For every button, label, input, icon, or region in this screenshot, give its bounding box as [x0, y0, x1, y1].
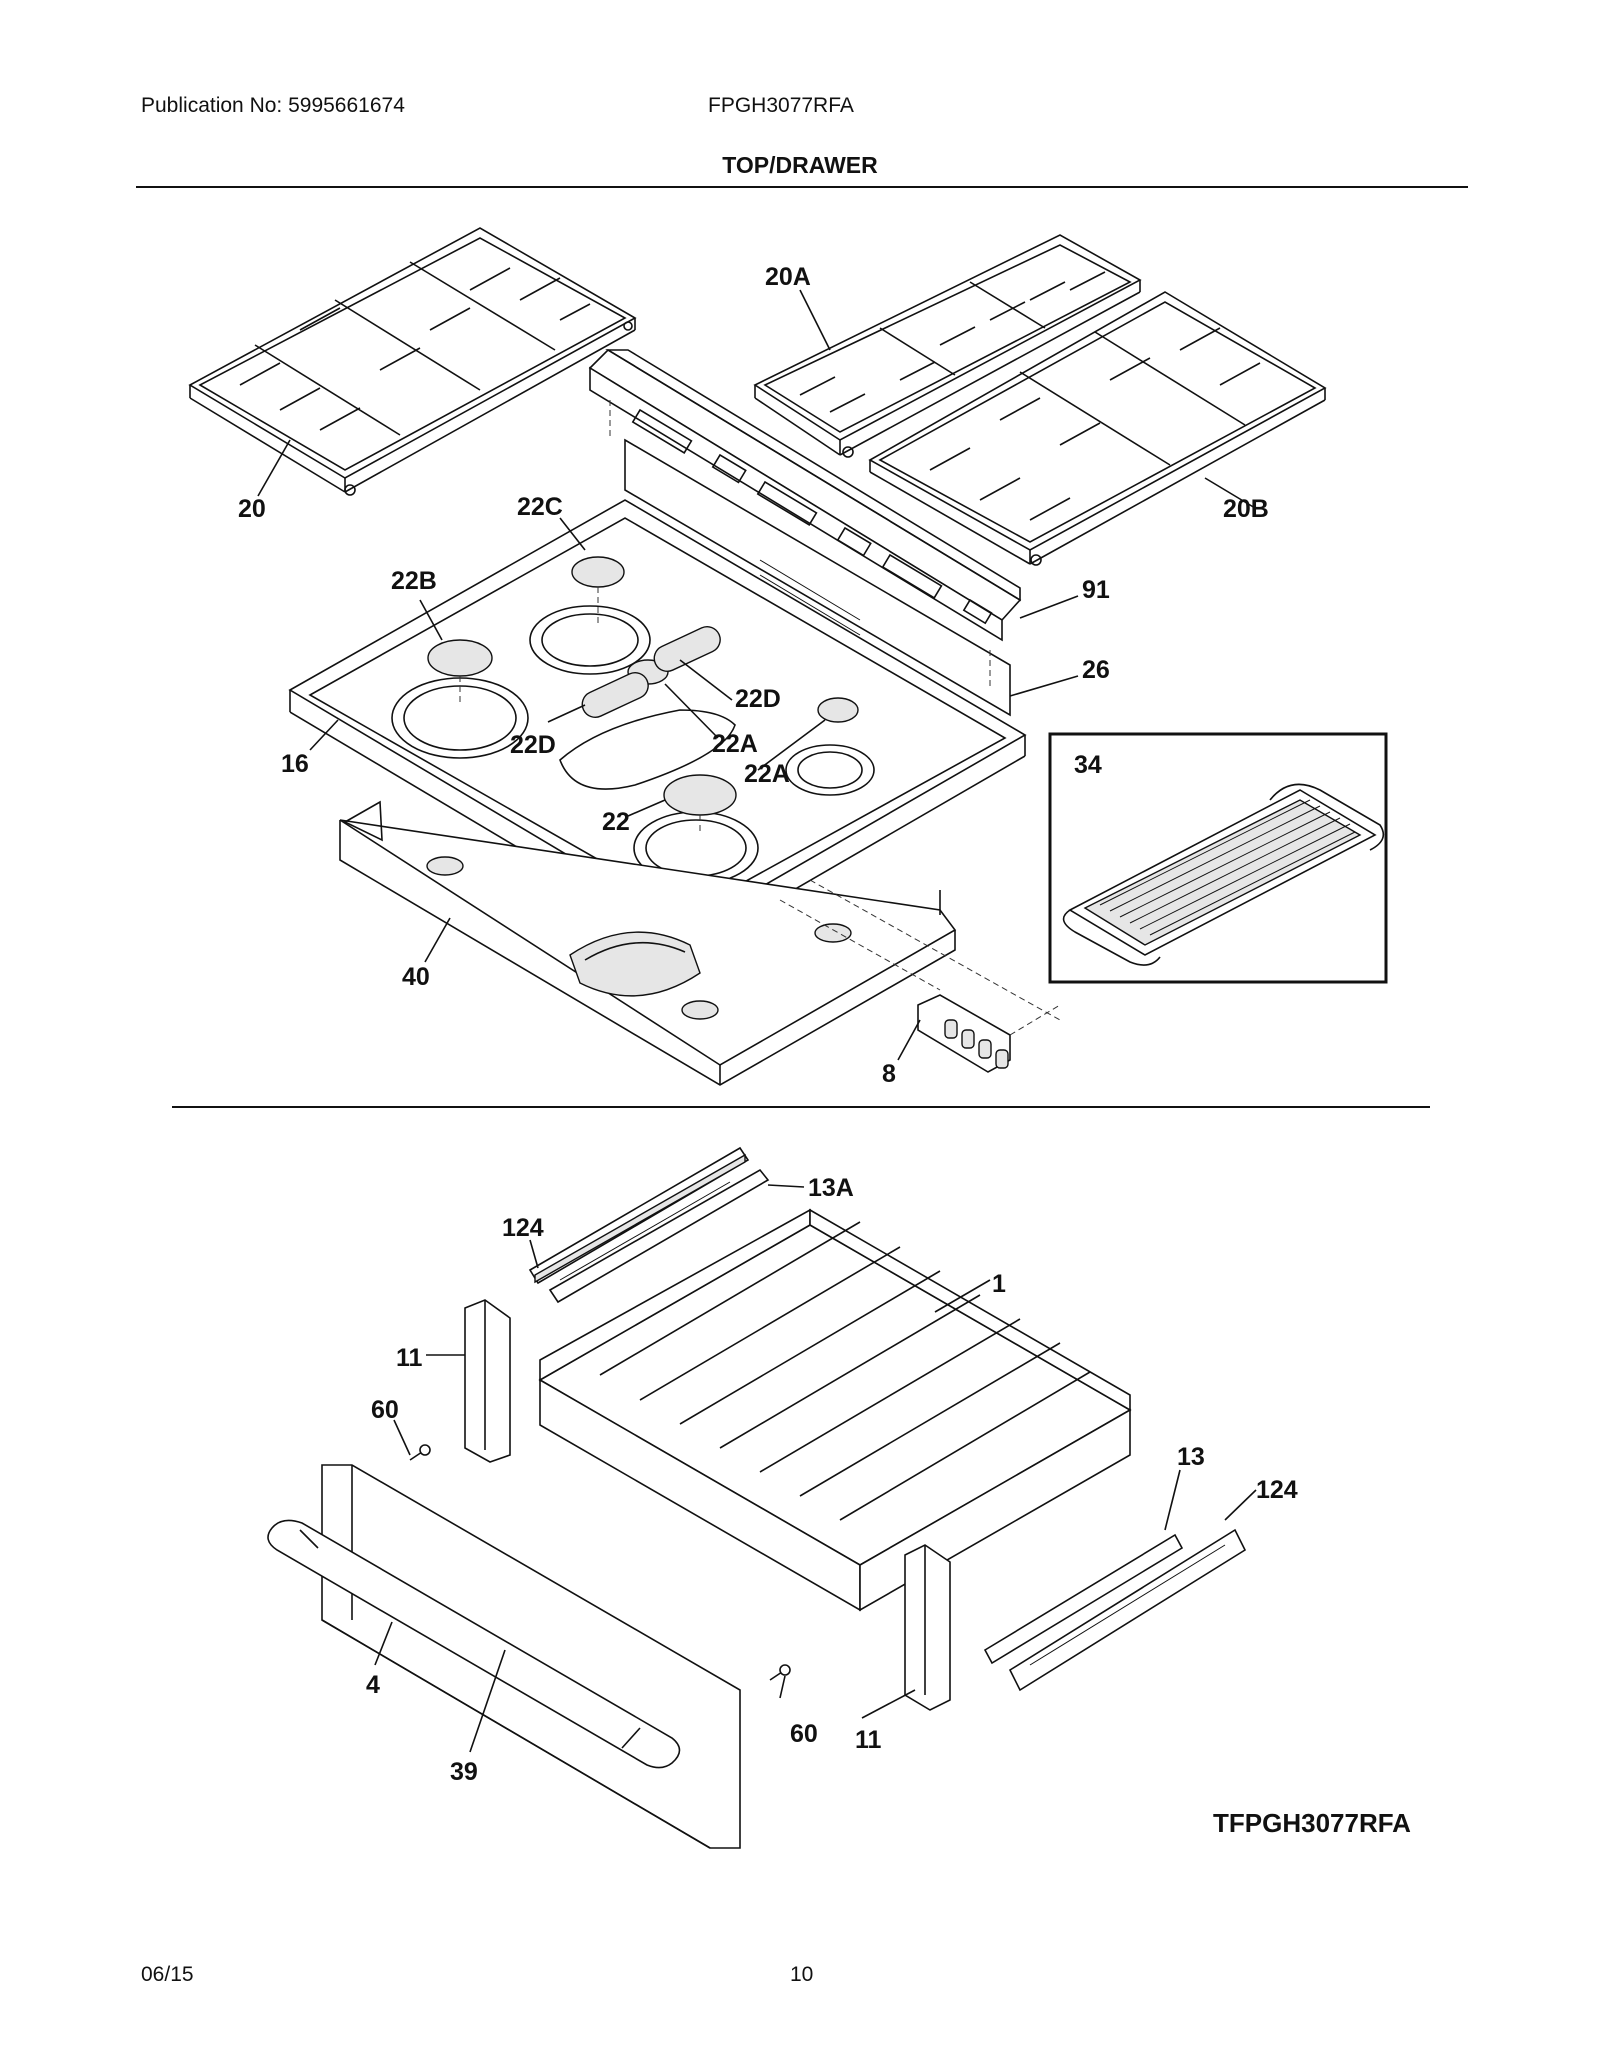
- screw-60-bottom: [769, 1664, 791, 1681]
- callout-13a: 13A: [808, 1174, 854, 1202]
- callout-22a-right: 22A: [744, 760, 790, 788]
- cooktop-16-drawing: [288, 499, 1027, 951]
- callout-124-top: 124: [502, 1214, 544, 1242]
- callout-11-top: 11: [396, 1344, 423, 1372]
- callout-20a: 20A: [765, 263, 811, 291]
- model-number: FPGH3077RFA: [708, 94, 854, 117]
- bracket-11-top-drawing: [464, 1299, 511, 1463]
- callout-22a-mid: 22A: [712, 730, 758, 758]
- callout-91: 91: [1082, 576, 1110, 604]
- footer-date: 06/15: [141, 1963, 194, 1986]
- callout-26: 26: [1082, 656, 1110, 684]
- screw-60-top: [409, 1444, 431, 1461]
- footer-page-number: 10: [790, 1963, 814, 1986]
- callout-60-bottom: 60: [790, 1720, 818, 1748]
- callout-16: 16: [281, 750, 309, 778]
- valve-manifold-8-drawing: [917, 994, 1061, 1073]
- callout-11-bottom: 11: [855, 1726, 882, 1754]
- callout-22: 22: [602, 808, 630, 836]
- callout-8: 8: [882, 1060, 896, 1088]
- burner-cap-22b: [427, 639, 493, 677]
- publication-number: Publication No: 5995661674: [141, 94, 405, 117]
- slide-13a-124-drawing: [528, 1146, 770, 1304]
- burner-box-40-drawing: [339, 800, 1061, 1086]
- callout-22c: 22C: [517, 493, 563, 521]
- burner-cap-22: [663, 774, 737, 816]
- burner-cap-22d-right: [653, 625, 721, 672]
- backguard-91-drawing: [588, 348, 1022, 642]
- grate-20a-drawing: [753, 234, 1142, 458]
- section-title: TOP/DRAWER: [722, 152, 878, 178]
- callout-60-top: 60: [371, 1396, 399, 1424]
- slide-13-124-drawing: [983, 1528, 1247, 1692]
- grate-20b-drawing: [868, 291, 1327, 566]
- section-divider: [172, 1106, 1430, 1108]
- callout-labels: 20 20A 20B 22C 22B 91 26 22D 22D 22A 22A…: [238, 263, 1411, 1838]
- burner-cap-22d-left: [581, 671, 649, 718]
- header-divider: [136, 186, 1468, 188]
- burner-cap-22c: [571, 556, 625, 588]
- drawer-body-1-drawing: [538, 1208, 1132, 1612]
- callout-22d-left: 22D: [510, 731, 556, 759]
- back-panel-26-drawing: [609, 400, 1011, 717]
- handle-39-drawing: [267, 1519, 681, 1769]
- callout-22d-right: 22D: [735, 685, 781, 713]
- callout-20: 20: [238, 495, 266, 523]
- burner-cap-22a-right: [817, 697, 859, 723]
- callout-124-right: 124: [1256, 1476, 1298, 1504]
- grate-20-drawing: [188, 227, 637, 496]
- callout-20b: 20B: [1223, 495, 1269, 523]
- callout-4: 4: [366, 1671, 380, 1699]
- callout-13: 13: [1177, 1443, 1205, 1471]
- callout-39: 39: [450, 1758, 478, 1786]
- griddle-34-inset: [1048, 732, 1388, 984]
- bracket-11-bottom-drawing: [904, 1544, 951, 1711]
- callout-34: 34: [1074, 751, 1102, 779]
- leader-lines: [257, 289, 1257, 1753]
- callout-40: 40: [402, 963, 430, 991]
- diagram-code: TFPGH3077RFA: [1213, 1808, 1411, 1838]
- callout-1: 1: [992, 1270, 1006, 1298]
- callout-22b: 22B: [391, 567, 437, 595]
